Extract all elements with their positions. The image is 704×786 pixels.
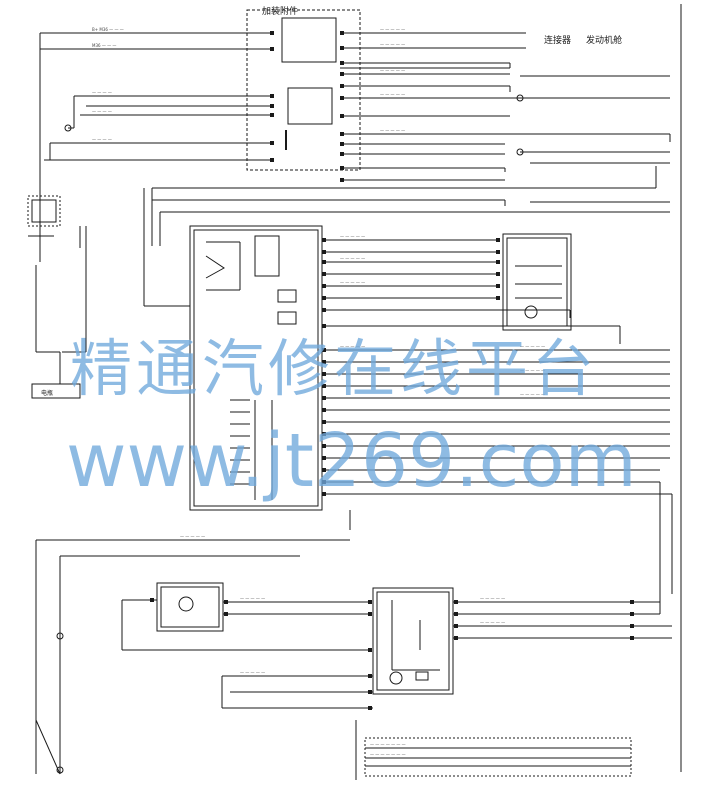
connector-label: 连接器 [544, 34, 571, 46]
svg-text:— — — — —: — — — — — [240, 670, 265, 675]
svg-text:— — — — —: — — — — — [520, 368, 545, 373]
engine-bay-label: 发动机舱 [586, 34, 622, 46]
watermark-title: 精通汽修在线平台 [70, 332, 599, 405]
svg-text:B+ M36 — — —: B+ M36 — — — [92, 27, 124, 32]
svg-text:— — — — —: — — — — — [380, 27, 405, 32]
svg-text:— — — —: — — — — [92, 137, 112, 142]
svg-text:— — — — — — —: — — — — — — — [370, 742, 406, 747]
svg-text:— — — — —: — — — — — [480, 596, 505, 601]
svg-text:M36 — — —: M36 — — — [92, 43, 116, 48]
svg-text:— — — — —: — — — — — [340, 234, 365, 239]
aftermarket-label: 加装附件 [262, 5, 298, 17]
svg-text:— — — — —: — — — — — [180, 534, 205, 539]
svg-text:— — — — — — —: — — — — — — — [370, 752, 406, 757]
svg-text:— — — — —: — — — — — [380, 92, 405, 97]
svg-text:— — — — —: — — — — — [340, 280, 365, 285]
svg-text:— — — — —: — — — — — [340, 256, 365, 261]
svg-text:— — — — —: — — — — — [380, 42, 405, 47]
battery-label: 电瓶 [41, 389, 53, 397]
svg-text:— — — — —: — — — — — [240, 596, 265, 601]
svg-text:— — — —: — — — — [92, 109, 112, 114]
svg-text:— — — — —: — — — — — [340, 344, 365, 349]
svg-text:— — — — —: — — — — — [380, 68, 405, 73]
svg-text:— — — — —: — — — — — [520, 392, 545, 397]
svg-text:— — — — —: — — — — — [380, 128, 405, 133]
watermark-url: www.jt269.com [66, 418, 637, 504]
svg-text:— — — — —: — — — — — [480, 620, 505, 625]
svg-text:— — — — —: — — — — — [520, 344, 545, 349]
svg-text:— — — —: — — — — [92, 90, 112, 95]
